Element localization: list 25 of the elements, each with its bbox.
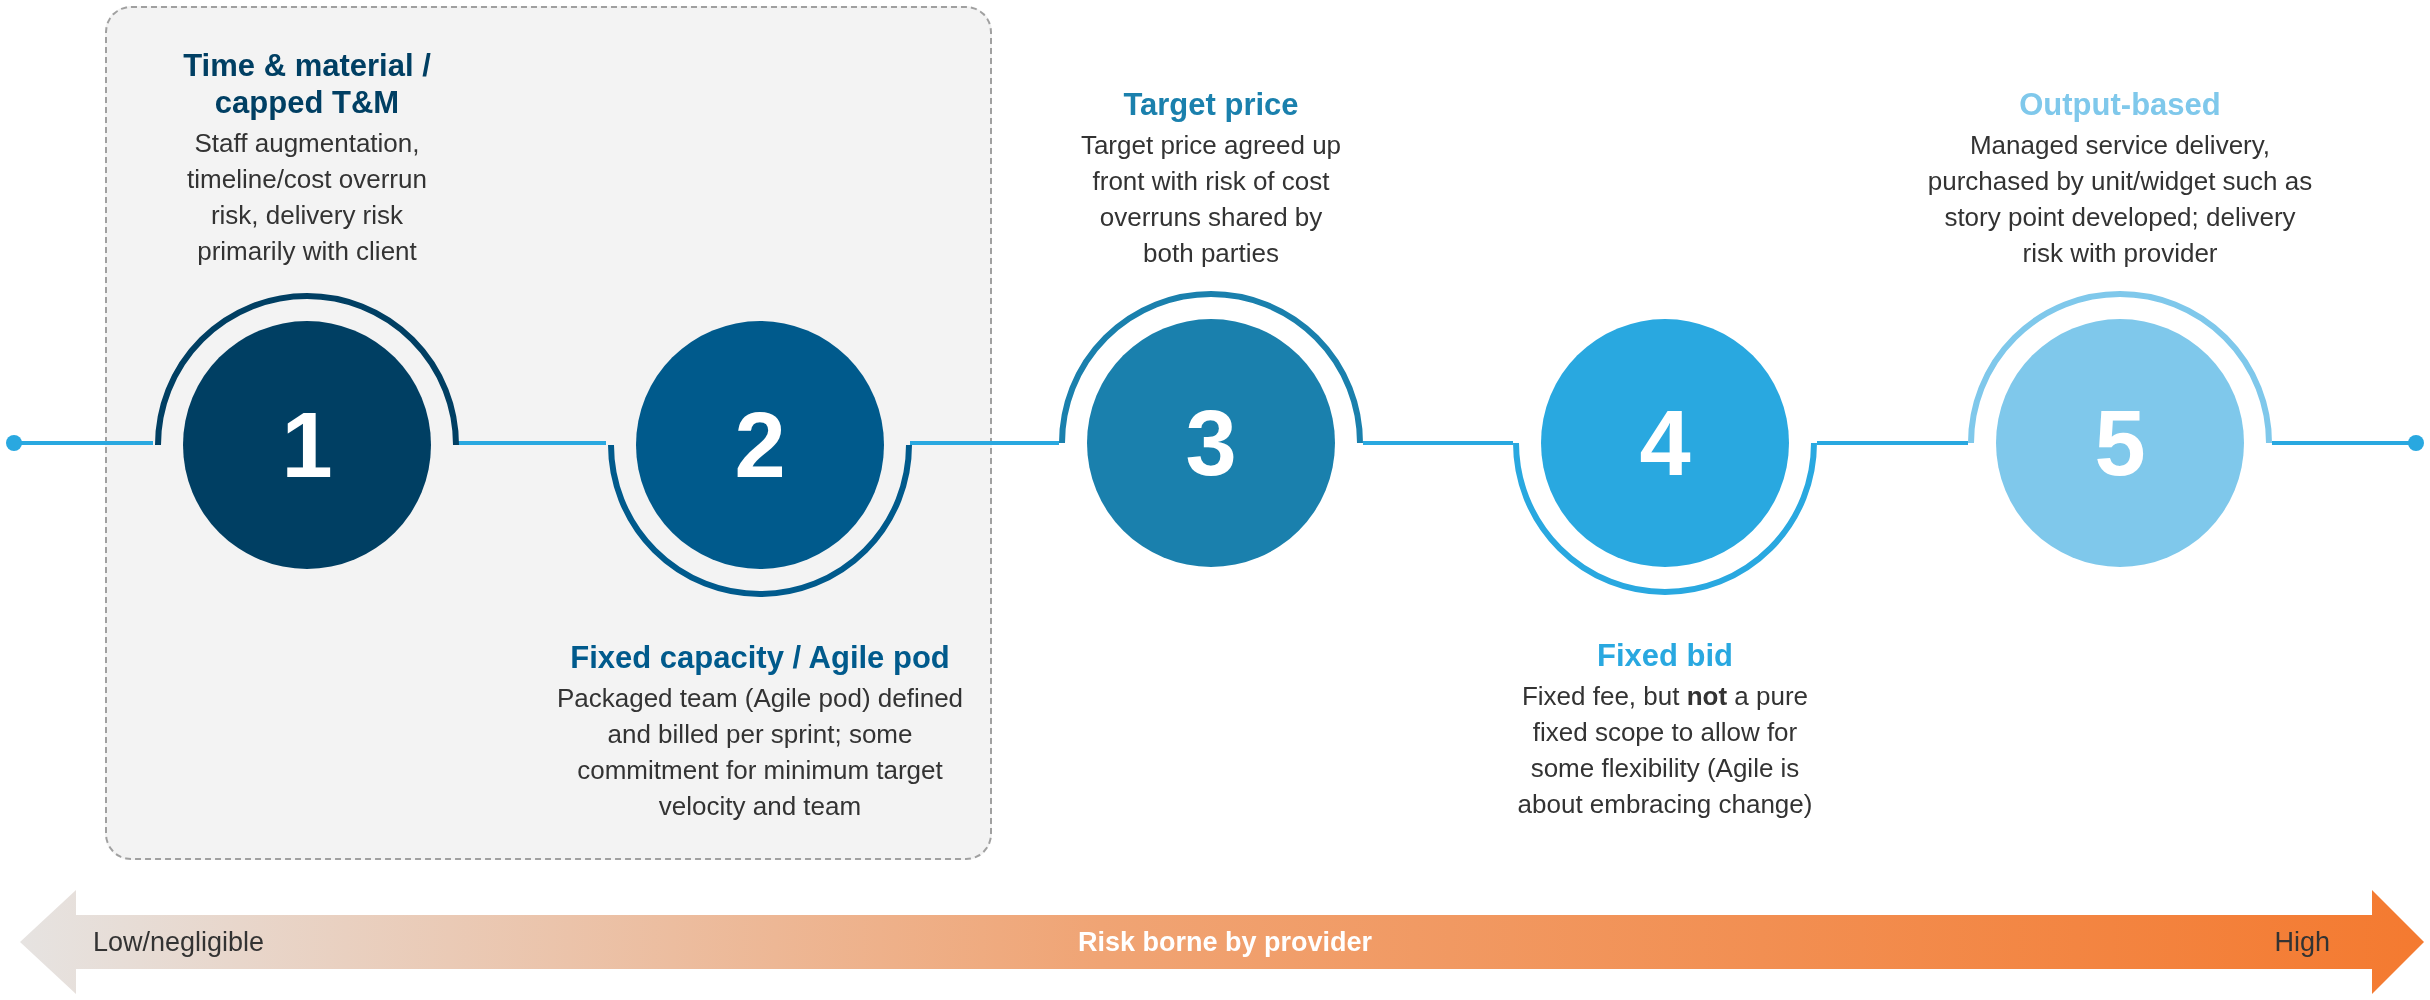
step-description: Target price agreed up front with risk of cost overruns shared by both parties — [1079, 129, 1343, 270]
timeline-line — [1363, 441, 1513, 445]
step-heading: Output-based — [2018, 86, 2222, 123]
step-number: 5 — [2094, 397, 2146, 489]
step-heading: Fixed bid — [1595, 637, 1735, 674]
step-number: 2 — [734, 399, 786, 491]
step-description: Fixed fee, but not a pure fixed scope to allow for some flexibility (Agile is about embracing change) — [1516, 680, 1814, 821]
timeline-line — [6, 435, 153, 451]
step-heading: Time & material / capped T&M — [182, 47, 432, 121]
group-box — [105, 6, 992, 860]
step-number: 4 — [1639, 397, 1691, 489]
step-description: Staff augmentation, timeline/cost overrun risk, delivery risk primarily with client — [186, 127, 428, 268]
step-heading: Target price — [1122, 86, 1300, 123]
timeline-line — [910, 441, 1059, 445]
step-description: Managed service delivery, purchased by unit/widget such as story point developed; delivery risk with provider — [1926, 129, 2314, 270]
timeline-line — [457, 441, 606, 445]
step-number: 1 — [281, 399, 333, 491]
scale-label: High — [2274, 926, 2330, 958]
timeline-line — [1817, 441, 1968, 445]
step-number: 3 — [1185, 397, 1237, 489]
scale-label: Low/negligible — [93, 926, 265, 958]
step-heading: Fixed capacity / Agile pod — [569, 639, 951, 676]
step-description: Packaged team (Agile pod) defined and billed per sprint; some commitment for minimum target velocity and team — [555, 682, 965, 823]
timeline-line — [2272, 435, 2424, 451]
scale-title: Risk borne by provider — [1077, 926, 1373, 958]
